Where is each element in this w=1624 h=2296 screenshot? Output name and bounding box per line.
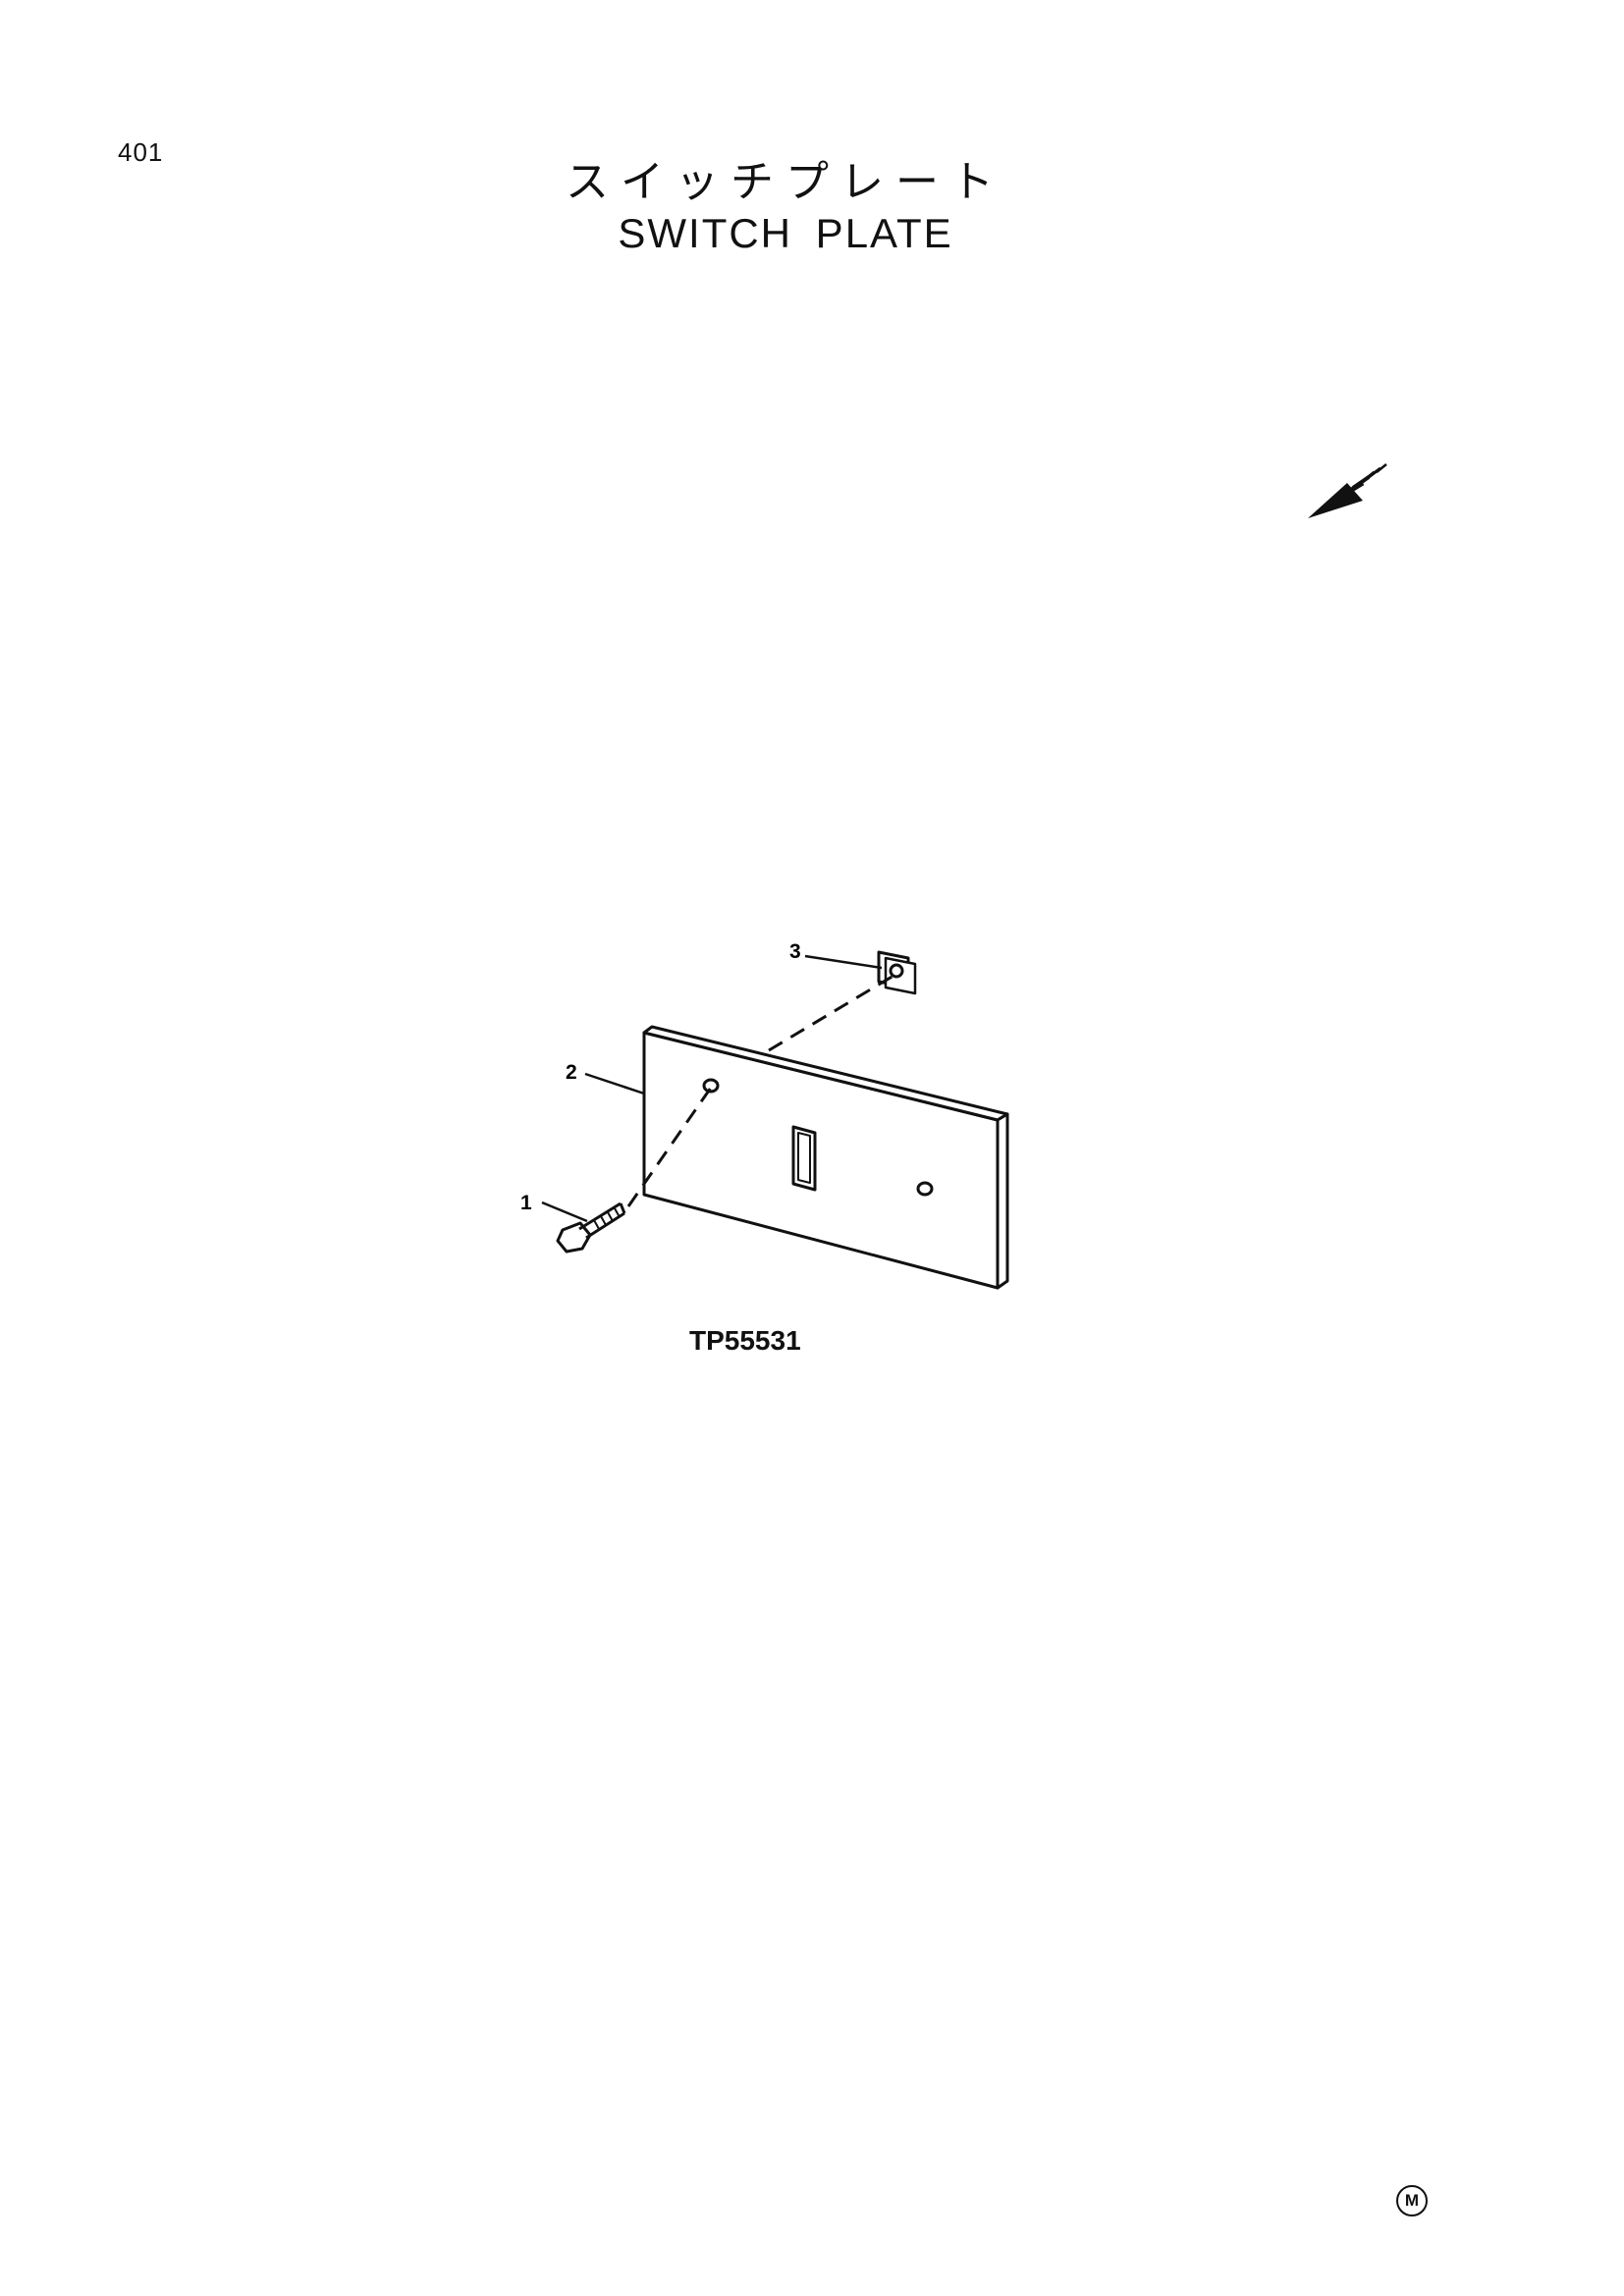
figure-code: TP55531 xyxy=(689,1325,801,1356)
direction-arrow-icon xyxy=(1308,463,1387,518)
callout-1: 1 xyxy=(520,1192,532,1214)
title-japanese: スイッチプレート xyxy=(566,157,1005,207)
switch-opening xyxy=(791,1125,817,1192)
title-english: SWITCH PLATE xyxy=(618,210,953,256)
screw xyxy=(556,1201,626,1254)
clip-nut xyxy=(877,950,917,995)
callout-3: 3 xyxy=(789,940,801,963)
left-screw-hole xyxy=(702,1078,720,1094)
page-number: 401 xyxy=(118,137,164,167)
callout-2: 2 xyxy=(566,1061,577,1084)
page-title: スイッチプレート SWITCH PLATE xyxy=(0,157,1571,259)
switch-plate-exploded-diagram: 1 2 3 xyxy=(520,940,1009,1290)
right-screw-hole xyxy=(916,1181,934,1197)
registered-mark: M xyxy=(1396,2185,1428,2216)
